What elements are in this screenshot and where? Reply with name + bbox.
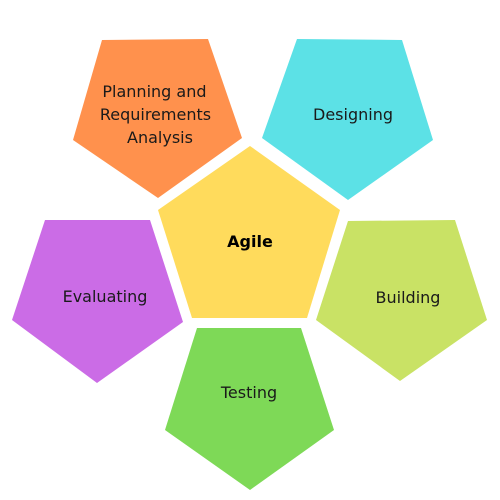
phase-designing-shape (262, 39, 433, 200)
center-label: Agile (227, 232, 273, 251)
center-shape (158, 146, 340, 318)
phase-designing-label: Designing (313, 105, 393, 124)
phase-planning-label-line-3: Analysis (127, 128, 193, 147)
phase-planning-label: Planning and Requirements Analysis (100, 82, 216, 147)
phase-evaluating-shape (12, 220, 183, 383)
center-node: Agile (158, 146, 340, 318)
phase-evaluating-label: Evaluating (63, 287, 148, 306)
phase-testing-label: Testing (220, 383, 277, 402)
phase-planning-label-line-1: Planning and (102, 82, 206, 101)
phase-evaluating: Evaluating (12, 220, 183, 383)
phase-designing: Designing (262, 39, 433, 200)
phase-building-label: Building (376, 288, 441, 307)
phase-testing-shape (165, 328, 334, 490)
phase-testing: Testing (165, 328, 334, 490)
phase-planning: Planning and Requirements Analysis (73, 39, 242, 198)
phase-planning-shape (73, 39, 242, 198)
phase-building: Building (316, 220, 487, 381)
phase-planning-label-line-2: Requirements (100, 105, 211, 124)
phase-building-shape (316, 220, 487, 381)
